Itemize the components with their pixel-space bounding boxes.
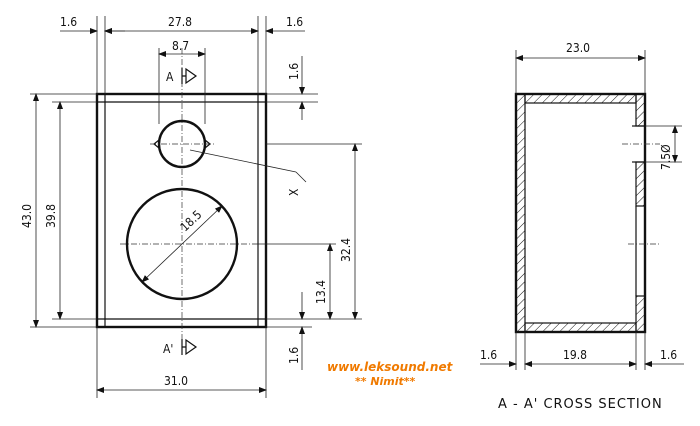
section-mark-bottom: A' [163,342,173,356]
dim-inner-height-label: 39.8 [44,204,58,228]
cross-section-view: 23.0 7.5Ø 1.6 19.8 1.6 A - A' CROSS SECT… [480,41,684,412]
section-arrow-top-icon [181,67,198,85]
section-arrow-bottom-icon [181,338,198,356]
watermark-url: www.leksound.net [327,360,454,374]
dim-top-left-label: 1.6 [60,15,77,29]
dim-port-center-label: 32.4 [339,238,353,262]
front-view: 18.5 1.6 27.8 1.6 8.7 A A' 1.6 [20,15,362,398]
woofer-diameter-label: 18.5 [177,208,204,235]
dim-section-right-wall-label: 1.6 [660,348,677,362]
dim-bottom-panel-label: 1.6 [287,347,301,364]
watermark-author: ** Nimit** [355,375,416,388]
dim-top-right-label: 1.6 [286,15,303,29]
dim-port-width-label: 8.7 [172,39,189,53]
cross-section-caption: A - A' CROSS SECTION [498,397,663,412]
dim-section-depth-label: 23.0 [566,41,590,55]
section-outer-outline [514,92,647,334]
section-bottom-wall [524,322,637,333]
woofer-hole [125,187,239,301]
front-outer-outline [95,92,268,329]
watermark: www.leksound.net ** Nimit** [327,360,454,388]
section-top-wall [524,93,637,104]
woofer-diameter-leader [141,205,223,283]
callout-x-leader2 [295,171,307,183]
section-right-wall-lower [635,295,646,333]
section-left-wall [515,93,526,333]
section-mark-top: A [166,70,174,84]
dim-outer-height-label: 43.0 [20,204,34,228]
callout-x-label: X [287,188,301,196]
dim-port-diameter-label: 7.5Ø [659,144,673,170]
dim-inner-width-label: 27.8 [168,15,192,29]
section-right-wall-mid [635,161,646,207]
dim-overall-width-label: 31.0 [164,374,188,388]
callout-x-leader [189,149,297,173]
dim-top-panel-label: 1.6 [287,63,301,80]
dim-section-left-wall-label: 1.6 [480,348,497,362]
section-right-wall-upper [635,93,646,127]
dim-section-inner-label: 19.8 [563,348,587,362]
dim-woofer-center-label: 13.4 [314,280,328,304]
